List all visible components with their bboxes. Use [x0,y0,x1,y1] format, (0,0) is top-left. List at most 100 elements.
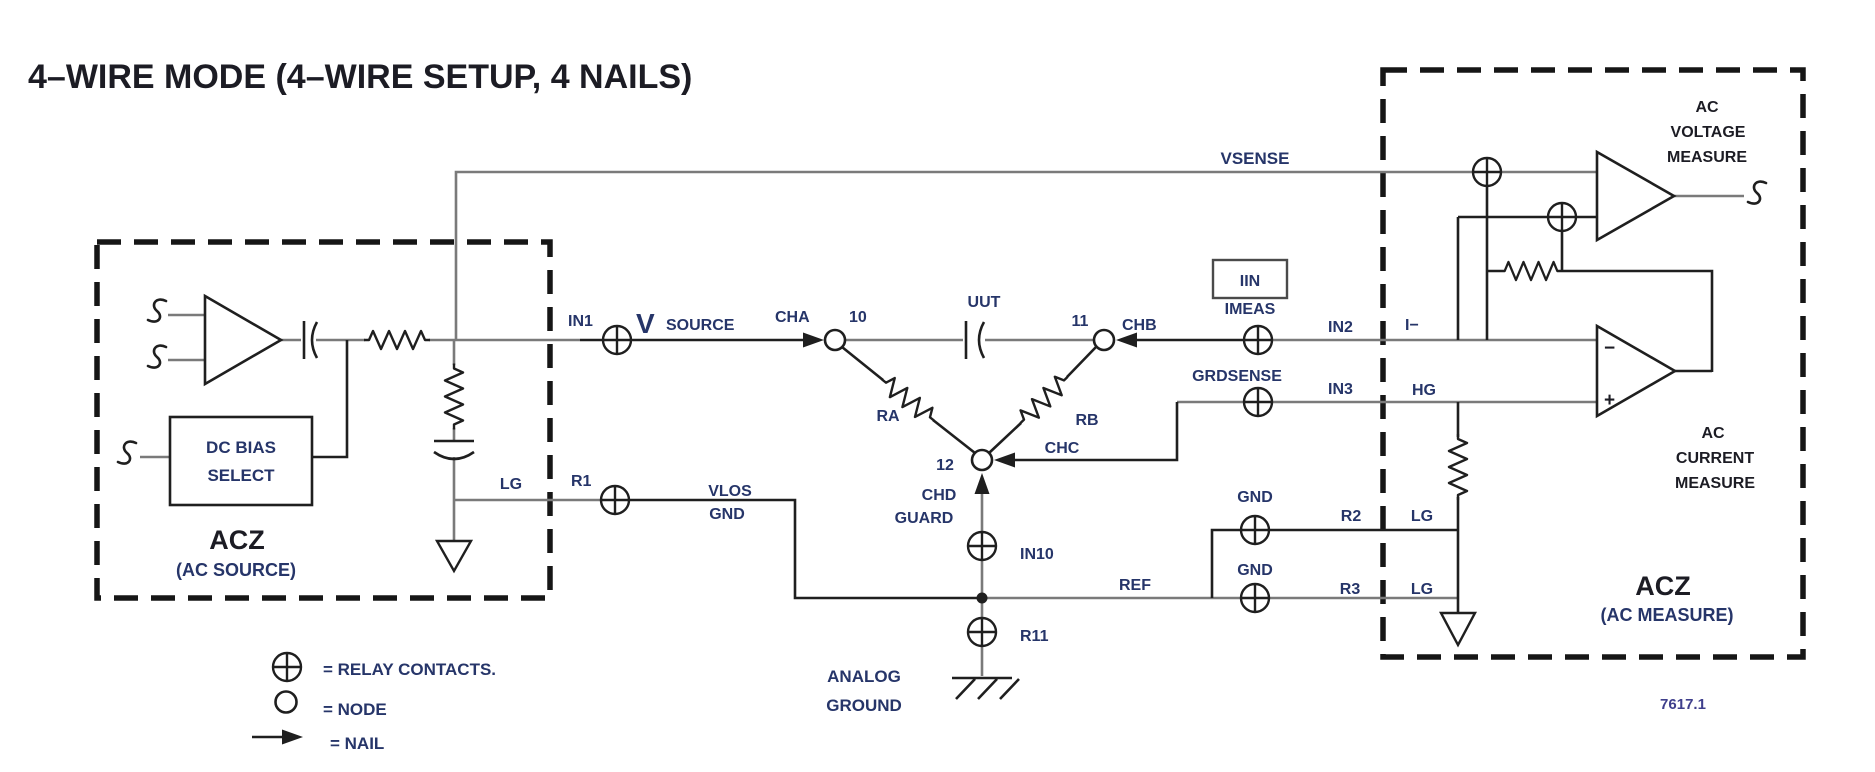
figure-number: 7617.1 [1660,696,1706,713]
relay-contact-in1 [601,324,633,356]
relay-contact-vsense [1471,156,1503,188]
junction-ref [976,592,988,604]
source-block-name: ACZ [209,525,265,555]
relay-contact-r11 [966,616,998,648]
current-amp-plus-sign: + [1604,390,1615,411]
wire-vsense [454,170,1597,340]
wire-chc [1008,402,1179,462]
wire-r2-branch [1210,528,1458,598]
label-vsource-sub: SOURCE [666,317,735,334]
label-analog-ground-line2: GROUND [826,696,902,715]
label-vlos: VLOS [708,483,752,500]
label-in10: IN10 [1020,546,1054,563]
capacitor-source-shunt [433,439,475,461]
label-in3: IN3 [1328,381,1353,398]
legend-nail-text: = NAIL [330,734,384,753]
label-i-minus: I− [1405,317,1419,334]
label-r1: R1 [571,473,592,490]
label-gnd-r3: GND [1237,562,1273,579]
wire-rb-stubs [988,346,1097,454]
wire-dc-bias [312,340,349,459]
label-chc: CHC [1045,440,1080,457]
wire-source-amp-inputs [140,313,205,459]
nail-arrow-chb-icon [1116,332,1137,348]
label-imeas: IMEAS [1225,301,1276,318]
label-ra: RA [876,408,900,425]
resistor-feedback [1498,260,1564,282]
label-in2: IN2 [1328,319,1353,336]
nail-arrow-vsource-icon [803,332,824,348]
label-analog-ground-line1: ANALOG [827,667,901,686]
source-block-subtitle: (AC SOURCE) [176,560,296,580]
node-icon [274,690,298,714]
ground-source-icon [434,539,474,574]
label-cha: CHA [775,309,810,326]
relay-contact-grdsense [1242,386,1274,418]
relay-contact-gnd-r2 [1239,514,1271,546]
relay-contact-imeas [1242,324,1274,356]
ground-measure-icon [1439,611,1477,648]
label-in1: IN1 [568,313,593,330]
label-uut: UUT [968,294,1001,311]
legend-relay-text: = RELAY CONTACTS. [323,660,496,679]
resistor-source-series [362,329,432,351]
node-12 [970,448,994,472]
label-node-12: 12 [936,457,954,474]
label-node-11: 11 [1072,313,1089,330]
ac-source-block-outline [94,239,553,601]
node-11 [1092,328,1116,352]
resistor-measure-shunt [1447,432,1469,502]
label-hg: HG [1412,382,1436,399]
relay-contact-in10 [966,530,998,562]
relay-contact-voltage-amp [1546,201,1578,233]
wire-vlos-ref [617,498,982,600]
measure-block-name: ACZ [1635,571,1691,601]
wire-ra-stubs [841,345,976,455]
current-amp-label-line1: AC [1701,425,1725,442]
analog-ground-icon [952,676,1020,700]
nail-arrow-chd-icon [974,473,990,494]
label-lg-r2: LG [1411,508,1433,525]
legend-node-text: = NODE [323,700,387,719]
ac-current-measure-amp [1595,323,1678,419]
source-amp [203,293,284,387]
dc-bias-select-box [168,415,314,507]
label-rb: RB [1075,412,1098,429]
label-ref: REF [1119,577,1151,594]
squiggle-dc-bias-input-icon [116,440,138,465]
label-gnd-r2: GND [1237,489,1273,506]
wire-measure-internal [1456,172,1714,613]
dc-bias-label-line2: SELECT [207,466,275,485]
voltage-amp-label-line3: MEASURE [1667,149,1747,166]
squiggle-source-input2-icon [146,344,168,369]
resistor-rb [1012,369,1076,431]
label-guard: GUARD [895,510,954,527]
label-lg-left: LG [500,476,522,493]
capacitor-source-coupling [302,321,319,359]
label-vsource-v: V [636,308,655,339]
current-amp-label-line3: MEASURE [1675,475,1755,492]
label-grdsense: GRDSENSE [1192,368,1282,385]
voltage-amp-label-line1: AC [1695,99,1719,116]
squiggle-voltage-output-icon [1746,180,1768,205]
label-lg-r3: LG [1411,581,1433,598]
ac-voltage-measure-amp [1595,149,1677,243]
current-amp-minus-sign: − [1604,338,1615,359]
label-chb: CHB [1122,317,1157,334]
relay-contact-icon [271,651,303,683]
ac-measure-block-outline [1380,67,1806,660]
page-title: 4–WIRE MODE (4–WIRE SETUP, 4 NAILS) [28,58,692,96]
relay-contact-r1 [599,484,631,516]
current-amp-label-line2: CURRENT [1676,450,1754,467]
voltage-amp-label-line2: VOLTAGE [1671,124,1746,141]
label-gnd-vlos: GND [709,506,745,523]
capacitor-uut [964,321,986,359]
label-r11: R11 [1020,628,1049,645]
label-vsense: VSENSE [1221,149,1290,168]
squiggle-source-input1-icon [146,298,168,323]
label-chd: CHD [922,487,957,504]
node-10 [823,328,847,352]
label-r3: R3 [1340,581,1361,598]
